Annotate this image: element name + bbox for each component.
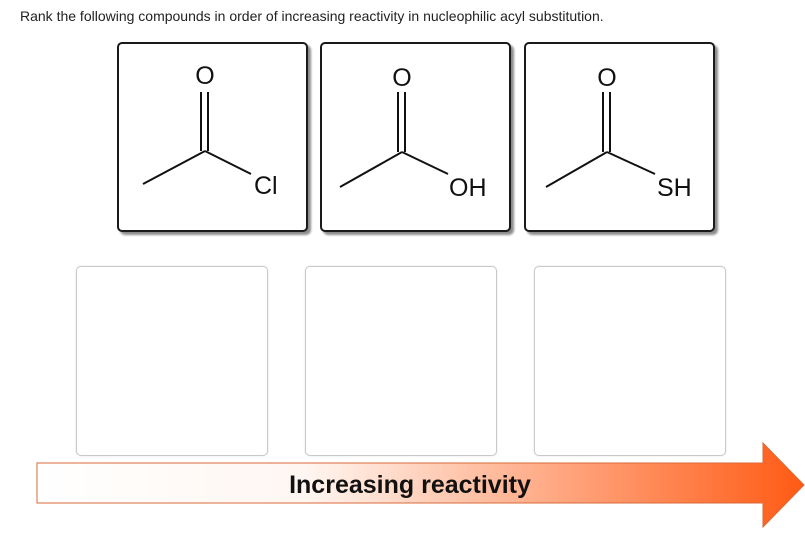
drop-slot-1[interactable] — [76, 266, 268, 456]
substituent-label: OH — [449, 174, 487, 202]
acetic-acid-structure: O OH — [339, 64, 487, 202]
compound-card-acetyl-chloride[interactable]: O Cl — [117, 42, 308, 232]
acetyl-chloride-structure: O Cl — [142, 62, 278, 200]
substituent-label: SH — [657, 174, 692, 202]
compound-card-acetic-acid[interactable]: O OH — [320, 42, 511, 232]
compound-card-thioacetic-acid[interactable]: O SH — [524, 42, 715, 232]
increasing-reactivity-arrow — [36, 442, 805, 528]
drop-slot-3[interactable] — [534, 266, 726, 456]
thioacetic-acid-structure: O SH — [545, 64, 692, 202]
question-text: Rank the following compounds in order of… — [20, 8, 604, 24]
substituent-label: Cl — [254, 172, 278, 200]
arrow-label: Increasing reactivity — [289, 471, 531, 499]
carbonyl-oxygen-label: O — [392, 64, 411, 92]
carbonyl-oxygen-label: O — [195, 62, 214, 90]
carbonyl-oxygen-label: O — [597, 64, 616, 92]
drop-slot-2[interactable] — [305, 266, 497, 456]
